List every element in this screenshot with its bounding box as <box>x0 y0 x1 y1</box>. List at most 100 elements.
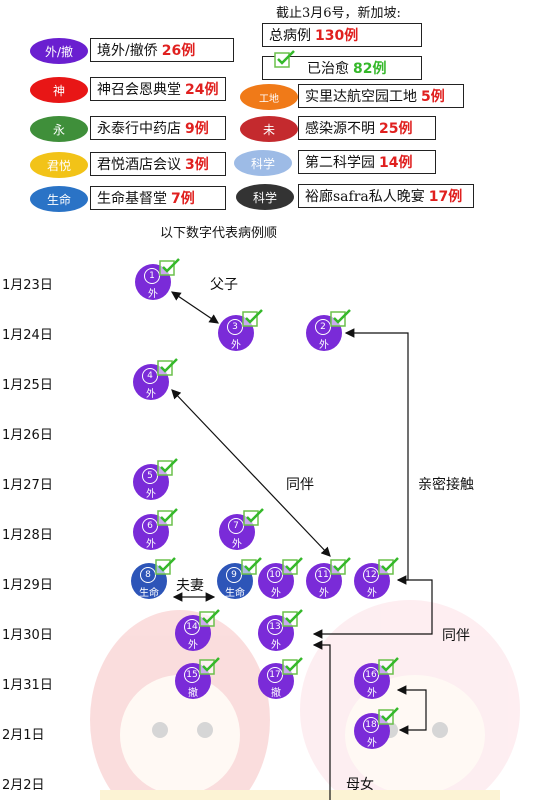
cured-check-icon <box>157 458 178 476</box>
case-type: 外 <box>367 688 377 699</box>
note-father-son: 父子 <box>210 277 238 293</box>
date-label: 2月2日 <box>2 778 45 793</box>
summary-total-value: 130例 <box>315 28 359 44</box>
case-node-12: 12 外 <box>354 563 390 599</box>
case-type: 生命 <box>225 588 245 599</box>
case-type: 外 <box>231 340 241 351</box>
date-label: 1月27日 <box>2 478 53 493</box>
link-12-13 <box>312 579 433 639</box>
case-type: 外 <box>319 340 329 351</box>
case-number: 3 <box>227 319 243 335</box>
case-type: 外 <box>232 539 242 550</box>
date-label: 1月23日 <box>2 278 53 293</box>
cured-check-icon <box>282 657 303 675</box>
note-mother-daughter: 母女 <box>346 777 374 793</box>
case-number: 13 <box>267 619 283 635</box>
case-type: 外 <box>367 588 377 599</box>
legend-swatch-4: 生命 <box>30 186 88 212</box>
legend-swatch-7: 科学 <box>234 150 292 176</box>
diagram-subtitle: 以下数字代表病例顺 <box>160 226 278 241</box>
case-type: 撤 <box>188 688 198 699</box>
cured-check-icon <box>282 609 303 627</box>
case-type: 外 <box>271 640 281 651</box>
legend-swatch-3: 君悦 <box>30 152 88 178</box>
summary-total-label: 总病例 <box>269 28 311 44</box>
case-type: 外 <box>146 539 156 550</box>
legend-count: 9例 <box>185 121 209 137</box>
case-number: 14 <box>184 619 200 635</box>
date-label: 1月24日 <box>2 328 53 343</box>
legend-swatch-5: 工地 <box>240 84 298 110</box>
cured-check-icon <box>199 609 220 627</box>
cured-check-icon <box>282 557 303 575</box>
legend-text: 神召会恩典堂 <box>97 82 181 98</box>
summary-cured-label: 已治愈 <box>307 61 349 77</box>
case-type: 撤 <box>271 688 281 699</box>
case-node-16: 16 外 <box>354 663 390 699</box>
legend-count: 3例 <box>185 157 209 173</box>
legend-count: 17例 <box>428 189 463 205</box>
case-node-15: 15 撤 <box>175 663 211 699</box>
cured-check-icon <box>155 557 176 575</box>
date-label: 1月30日 <box>2 628 53 643</box>
case-type: 外 <box>367 738 377 749</box>
case-number: 11 <box>315 567 331 583</box>
case-number: 1 <box>144 268 160 284</box>
case-number: 7 <box>228 518 244 534</box>
cured-check-icon <box>330 557 351 575</box>
date-label: 1月25日 <box>2 378 53 393</box>
cured-check-icon <box>330 309 351 327</box>
legend-text: 第二科学园 <box>305 155 375 171</box>
case-type: 外 <box>271 588 281 599</box>
legend-text: 君悦酒店会议 <box>97 157 181 173</box>
case-number: 8 <box>140 567 156 583</box>
case-number: 10 <box>267 567 283 583</box>
note-close-contact: 亲密接触 <box>418 477 474 493</box>
case-number: 16 <box>363 667 379 683</box>
case-number: 15 <box>184 667 200 683</box>
summary-cured: 已治愈 82例 <box>262 56 422 80</box>
legend-swatch-0: 外/撤 <box>30 38 88 64</box>
case-number: 9 <box>226 567 242 583</box>
legend-text: 境外/撤侨 <box>97 43 158 59</box>
summary-cured-value: 82例 <box>353 61 387 77</box>
legend-count: 7例 <box>171 191 195 207</box>
cured-check-icon <box>159 258 180 276</box>
cured-check-icon <box>157 508 178 526</box>
case-type: 外 <box>319 588 329 599</box>
legend-swatch-2: 永 <box>30 116 88 142</box>
case-type: 外 <box>146 389 156 400</box>
legend-text: 实里达航空园工地 <box>305 89 417 105</box>
legend-swatch-1: 神 <box>30 77 88 103</box>
note-couple: 夫妻 <box>176 578 204 594</box>
link-13-down <box>312 640 331 800</box>
date-label: 1月26日 <box>2 428 53 443</box>
legend-count: 25例 <box>379 121 413 137</box>
cured-check-icon <box>378 657 399 675</box>
summary-total: 总病例 130例 <box>262 23 422 47</box>
cured-check-icon <box>241 557 262 575</box>
link-1-3 <box>171 291 219 324</box>
background-mascot-illustration <box>90 600 520 800</box>
case-number: 6 <box>142 518 158 534</box>
legend-count: 26例 <box>161 43 196 59</box>
case-number: 17 <box>267 667 283 683</box>
case-number: 2 <box>315 319 331 335</box>
case-type: 外 <box>188 640 198 651</box>
header-title: 截止3月6号，新加坡: <box>276 6 401 21</box>
case-number: 12 <box>363 567 379 583</box>
case-number: 5 <box>142 468 158 484</box>
link-2-12 <box>344 328 409 585</box>
link-4-11 <box>171 389 331 557</box>
legend-count: 5例 <box>421 89 445 105</box>
note-companion-1: 同伴 <box>286 477 314 493</box>
